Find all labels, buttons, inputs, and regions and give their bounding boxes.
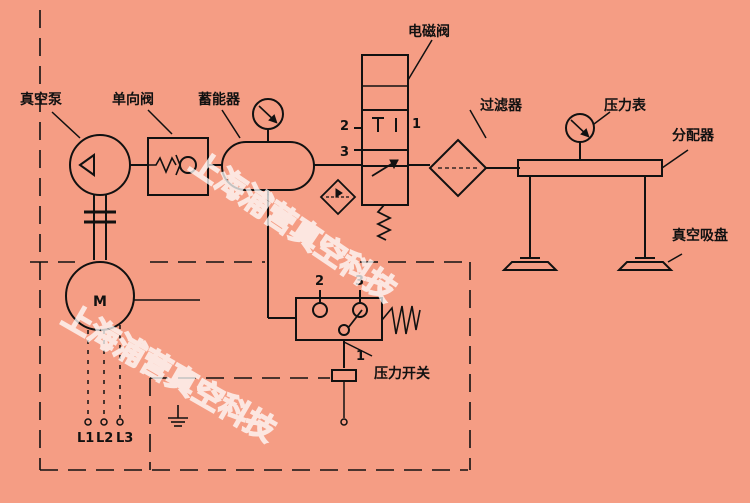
inline-filter-small [319,178,357,216]
label-distributor: 分配器 [672,128,715,144]
leader-vacuum-pump [51,111,81,139]
leader-solenoid-valve [407,39,433,81]
leader-pressure-gauge [593,111,611,125]
port-switch-2: 2 [315,274,324,289]
leader-check-valve [147,109,173,135]
ground-symbol [168,405,188,427]
label-solenoid-valve: 电磁阀 [408,23,450,40]
pipe-to-pressure-switch [267,190,296,319]
pressure-switch [295,290,421,368]
label-check-valve: 单向阀 [112,91,154,108]
leader-accumulator [221,109,241,139]
port-valve-3: 3 [340,145,349,160]
label-suction-cup: 真空吸盘 [672,227,728,244]
electric-motor [65,261,135,331]
solenoid-valve [350,54,430,241]
main-filter [428,138,520,198]
port-switch-1: 1 [356,349,365,364]
leader-pressure-switch [343,341,373,357]
phase-l1: L1 [77,431,94,446]
label-pressure-gauge: 压力表 [604,97,647,114]
motor-symbol: M [93,294,107,310]
electrical-dashed-lines [30,10,471,471]
label-filter: 过滤器 [480,97,523,114]
suction-cup-left [501,176,559,271]
watermark-upper: 上海浦营真空科技 [184,146,403,309]
leader-distributor [661,149,689,169]
phase-l3: L3 [116,431,133,446]
leader-suction-cup [667,253,683,263]
label-pressure-switch: 压力开关 [374,365,430,382]
port-valve-2: 2 [340,119,349,134]
distributor-pressure-gauge [565,113,595,143]
label-vacuum-pump: 真空泵 [20,91,62,108]
suction-cup-right [616,176,674,271]
distributor [517,142,663,177]
label-accumulator: 蓄能器 [198,91,241,108]
port-switch-3: 3 [355,274,364,289]
watermark-lower: 上海浦营真空科技 [56,299,281,449]
phase-l2: L2 [96,431,113,446]
port-valve-1: 1 [412,117,421,132]
leader-filter [469,109,487,139]
vacuum-pump [69,134,148,196]
accumulator-pressure-gauge [252,98,284,130]
switch-terminal [331,369,357,426]
motor-phase-wires [84,325,124,426]
check-valve [147,137,222,196]
shaft-coupling [84,195,116,260]
